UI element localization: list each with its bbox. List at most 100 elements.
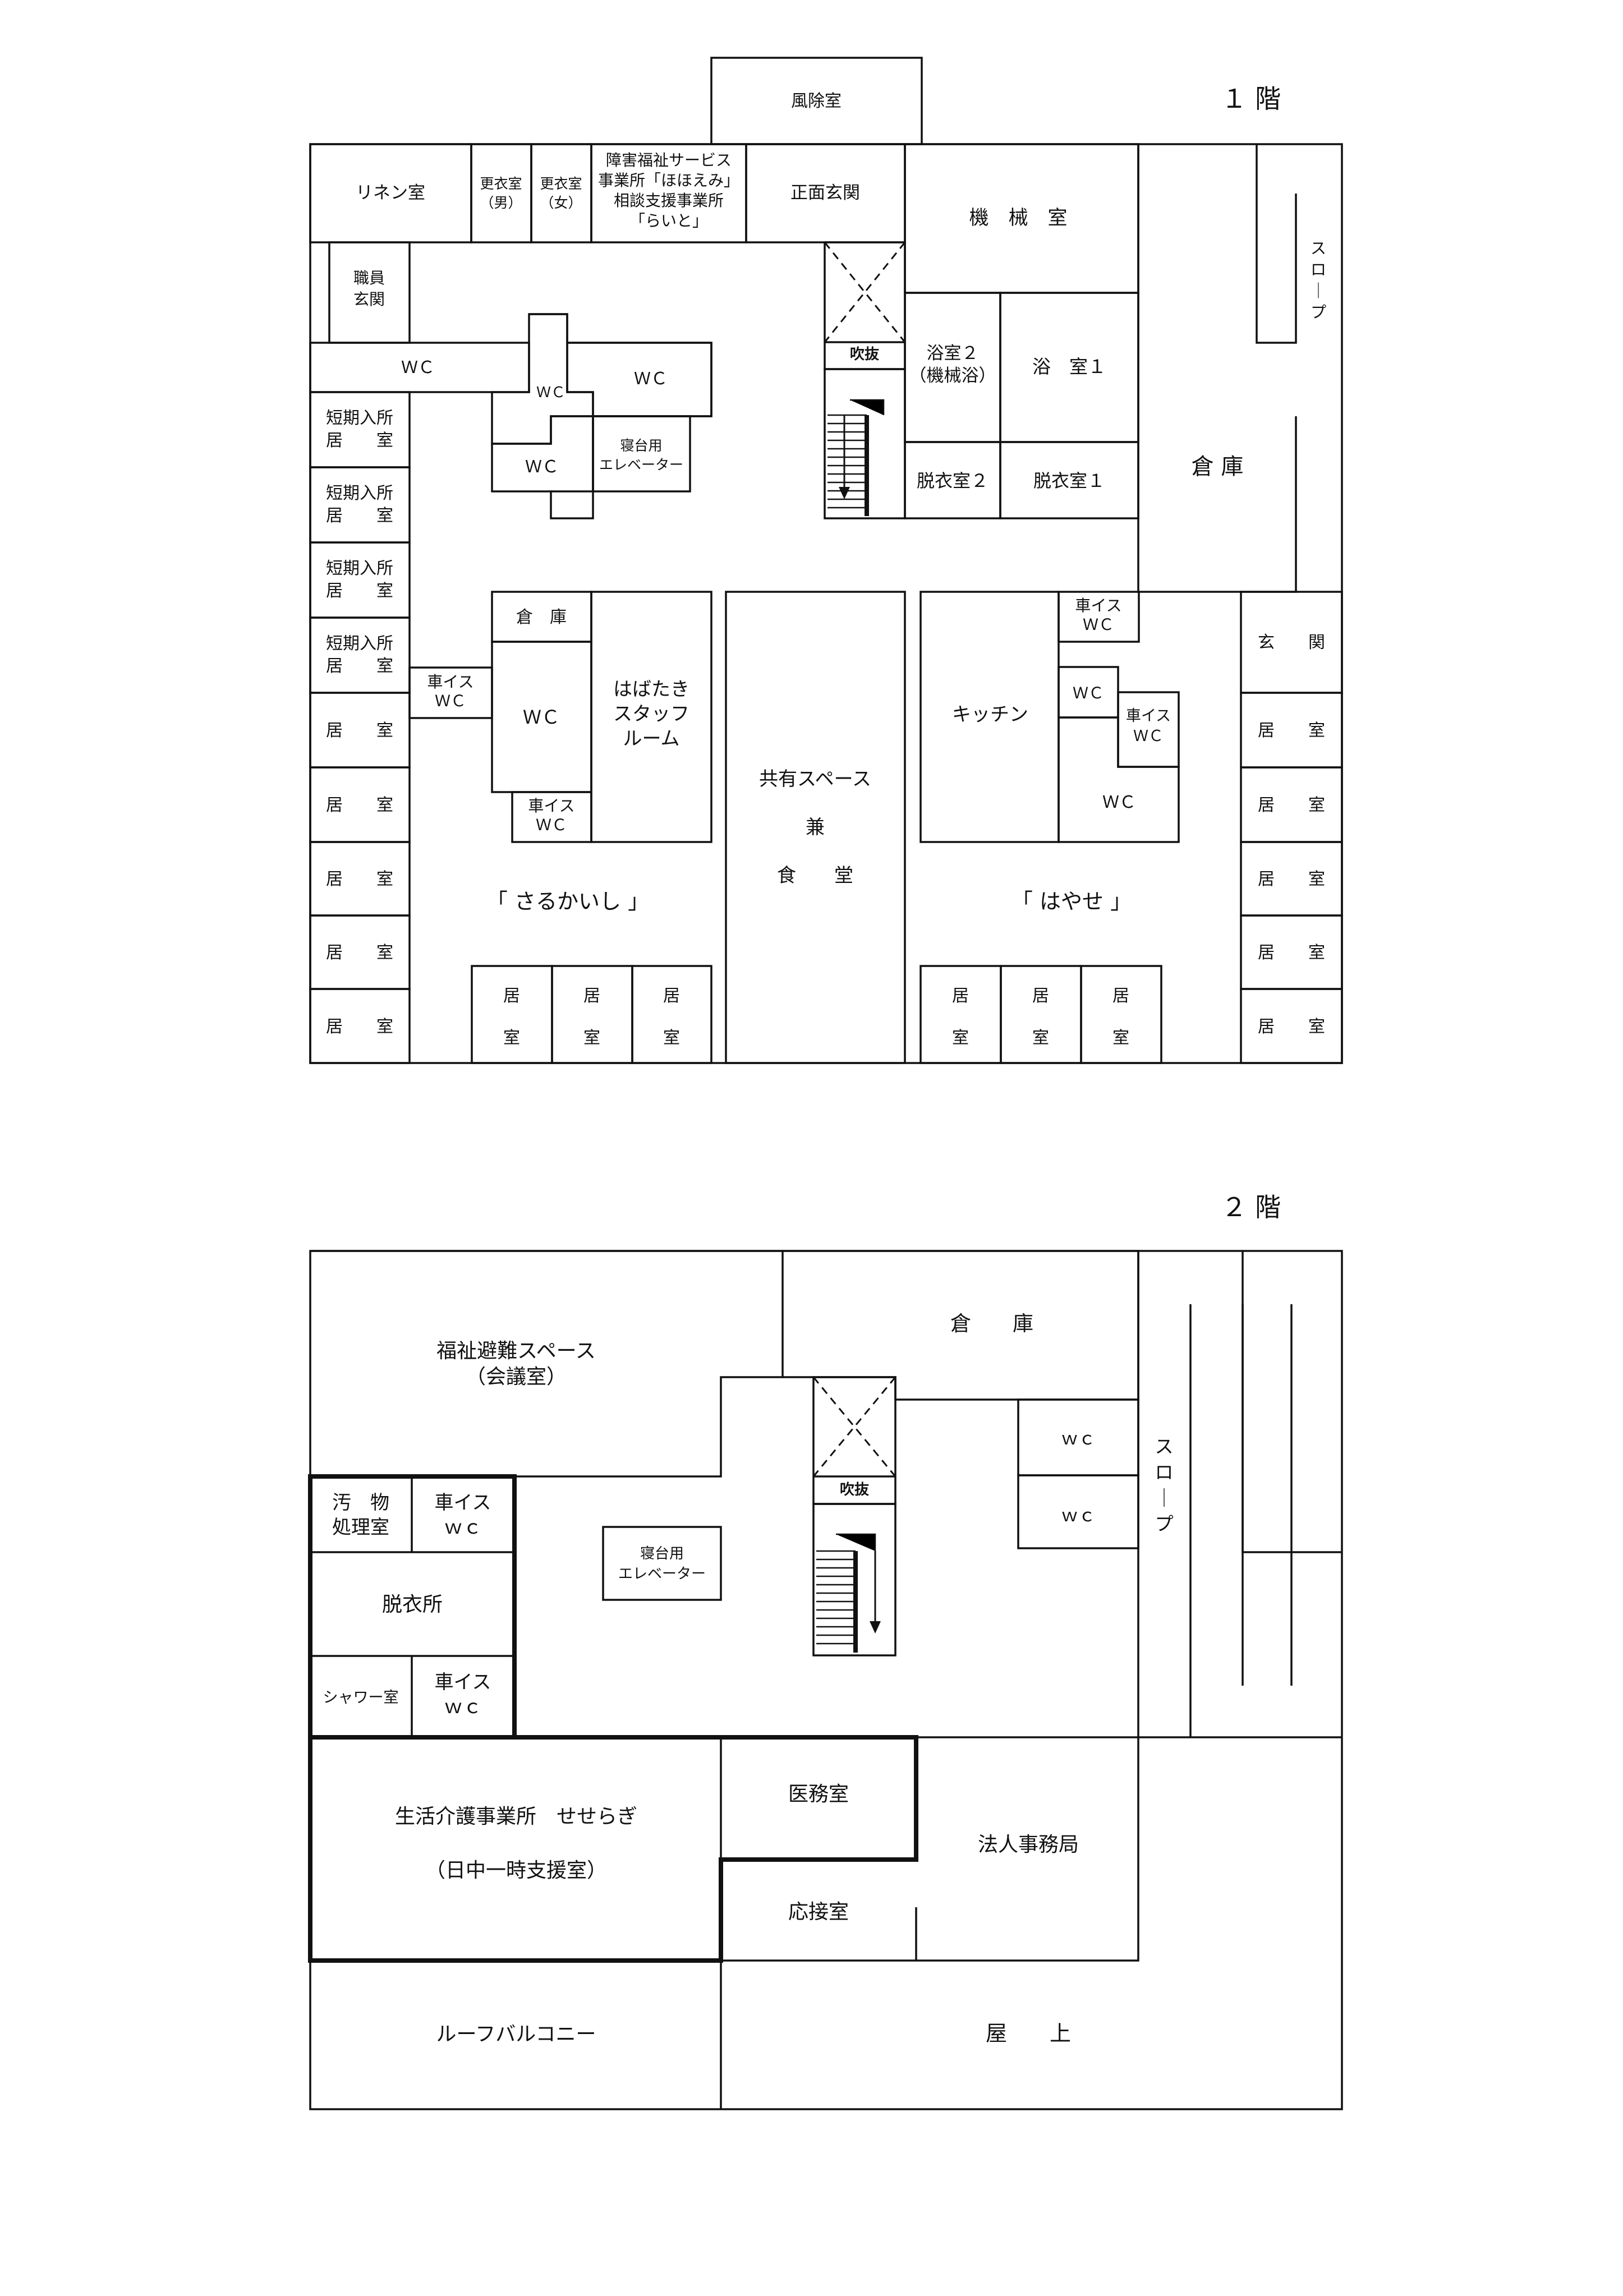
right-room-label-5: 居 室 [1258, 1017, 1325, 1037]
wc-right-2-label: ＷＣ [1102, 793, 1136, 812]
right-room-label-1: 居 室 [1258, 721, 1325, 740]
medical-room-label: 医務室 [788, 1783, 849, 1806]
dressing-1-room [999, 441, 1139, 519]
right-bottom-room-3: 居室 [1112, 986, 1129, 1048]
shared-dining-space [725, 591, 906, 1064]
wc-2a-label: ｗｃ [1061, 1429, 1096, 1449]
wc-a-label: ＷＣ [401, 358, 435, 378]
habatake-label: はばたきスタッフルーム [613, 678, 689, 750]
short-stay-rooms: 短期入所居 室 短期入所居 室 短期入所居 室 短期入所居 室 [309, 391, 411, 694]
slope-1-label: スロ｜プ [1311, 239, 1326, 321]
wheelchair-wc-right-top [1058, 591, 1140, 643]
bed-elevator-2-label: 寝台用エレベーター [618, 1545, 706, 1582]
wheelchair-wc-right-top-label: 車イスＷＣ [1075, 596, 1121, 634]
right-bottom-room-2: 居室 [1032, 986, 1049, 1048]
floor-1-outline [309, 143, 1343, 1064]
shared-dining-label: 共有スペース兼食 堂 [759, 768, 871, 887]
left-unit-bottom-rooms: 居室 居室 居室 [471, 965, 712, 1064]
wc-big-label: ＷＣ [523, 706, 560, 728]
bed-elevator-1 [592, 415, 691, 493]
linen-label: リネン室 [356, 183, 425, 203]
left-room-label-3: 居 室 [326, 869, 393, 889]
roof-balcony-label: ルーフバルコニー [436, 2023, 596, 2046]
kitchen-label: キッチン [952, 703, 1028, 726]
reception-label: 応接室 [788, 1901, 849, 1924]
locker-men-label: 更衣室（男） [480, 176, 522, 211]
right-room-label-2: 居 室 [1258, 795, 1325, 815]
changing-room-label: 脱衣所 [382, 1593, 443, 1616]
daycare-label: 生活介護事業所 せせらぎ（日中一時支援室） [395, 1805, 637, 1882]
right-column-rooms: 玄 関 居 室 居 室 居 室 居 室 居 室 [1240, 591, 1343, 1064]
staff-entrance-label: 職員玄関 [353, 269, 385, 309]
wc-b-label: ＷＣ [536, 384, 565, 401]
unit-left-label: 「 さるかいし 」 [486, 889, 649, 914]
atrium-2-cross [812, 1377, 896, 1477]
wheelchair-wc-right-mid-label: 車イスＷＣ [1126, 707, 1171, 745]
short-stay-label-2: 短期入所居 室 [326, 484, 393, 526]
left-room-label-1: 居 室 [326, 721, 393, 740]
right-bottom-room-1: 居室 [952, 986, 969, 1048]
left-room-label-4: 居 室 [326, 943, 393, 963]
wc-right-2 [1058, 716, 1180, 843]
bath-1-label: 浴 室１ [1032, 356, 1106, 378]
wc-b-room [491, 313, 594, 445]
left-resident-rooms: 居 室 居 室 居 室 居 室 居 室 [309, 692, 411, 1064]
storage-2-label: 倉 庫 [950, 1312, 1033, 1336]
locker-room-men [470, 143, 532, 243]
entrance-right-label: 玄 関 [1258, 633, 1325, 652]
stair-2-steps [816, 1533, 881, 1653]
welfare-office-label: 障害福祉サービス事業所「ほほえみ」相談支援事業所「らいと」 [598, 151, 739, 230]
left-room-label-5: 居 室 [326, 1017, 393, 1037]
windbreak-label: 風除室 [791, 91, 842, 111]
locker-room-women [530, 143, 592, 243]
dressing-1-label: 脱衣室１ [1033, 470, 1105, 491]
locker-women-label: 更衣室（女） [540, 176, 582, 211]
storage-small-label: 倉 庫 [516, 608, 567, 627]
short-stay-label-3: 短期入所居 室 [326, 559, 393, 601]
bed-elevator-2 [602, 1526, 722, 1601]
daycare-room [308, 1735, 918, 1963]
left-bottom-room-1: 居室 [503, 986, 520, 1048]
atrium-2-label: 吹抜 [840, 1481, 870, 1498]
evac-space-label: 福祉避難スペース（会議室） [436, 1340, 596, 1388]
floor-1-plan: １ 階 風除室 リネン室 更衣室（男） 更衣室（女） 障害福祉サービス事業所「ほ… [309, 57, 1343, 1064]
right-room-label-3: 居 室 [1258, 869, 1325, 889]
left-bottom-room-3: 居室 [663, 986, 680, 1048]
storage-big-label: 倉 庫 [1192, 454, 1244, 480]
dressing-2-label: 脱衣室２ [917, 470, 988, 491]
unit-right-label: 「 はやせ 」 [1011, 889, 1132, 914]
right-room-label-4: 居 室 [1258, 943, 1325, 963]
left-bottom-room-2: 居室 [583, 986, 600, 1048]
machine-label: 機 械 室 [969, 207, 1067, 229]
rooftop-label: 屋 上 [986, 2021, 1071, 2046]
wc-d-label: ＷＣ [525, 457, 559, 477]
evac-space-room [310, 1250, 784, 1478]
wc-right-1-label: ＷＣ [1073, 684, 1104, 702]
corp-office-label: 法人事務局 [978, 1833, 1079, 1856]
stair-1-steps [827, 399, 885, 516]
right-unit-bottom-rooms: 居室 居室 居室 [919, 965, 1162, 1064]
slope-1 [1256, 144, 1297, 344]
short-stay-label-1: 短期入所居 室 [326, 408, 393, 450]
waste-room-label: 汚 物処理室 [332, 1492, 389, 1539]
wheelchair-wc-2b-label: 車イスｗｃ [435, 1671, 491, 1718]
left-room-label-2: 居 室 [326, 795, 393, 815]
floor-1-title: １ 階 [1221, 84, 1281, 114]
stair-2 [812, 1503, 896, 1657]
slope-2-label: スロ｜プ [1155, 1435, 1174, 1535]
floor-2-plan: ２ 階 福祉避難スペース（会議室） 倉 庫 吹抜 ｗｃ ｗｃ スロ｜ [308, 1192, 1343, 2110]
wheelchair-wc-left-label: 車イスＷＣ [427, 673, 473, 710]
storage-big-room [1137, 144, 1297, 593]
wc-d-room [491, 415, 594, 519]
habatake-staff-room [590, 591, 712, 843]
bed-elevator-1-label: 寝台用エレベーター [599, 438, 683, 473]
wc-c-label: ＷＣ [634, 369, 668, 389]
shower-room-label: シャワー室 [323, 1689, 399, 1706]
atrium-1-label: 吹抜 [850, 346, 880, 363]
bath-2-label: 浴室２（機械浴） [909, 343, 996, 386]
front-entrance-label: 正面玄関 [790, 183, 860, 203]
atrium-1-cross [824, 242, 906, 343]
wheelchair-wc-2a-label: 車イスｗｃ [435, 1492, 491, 1539]
floor-2-title: ２ 階 [1221, 1192, 1281, 1222]
